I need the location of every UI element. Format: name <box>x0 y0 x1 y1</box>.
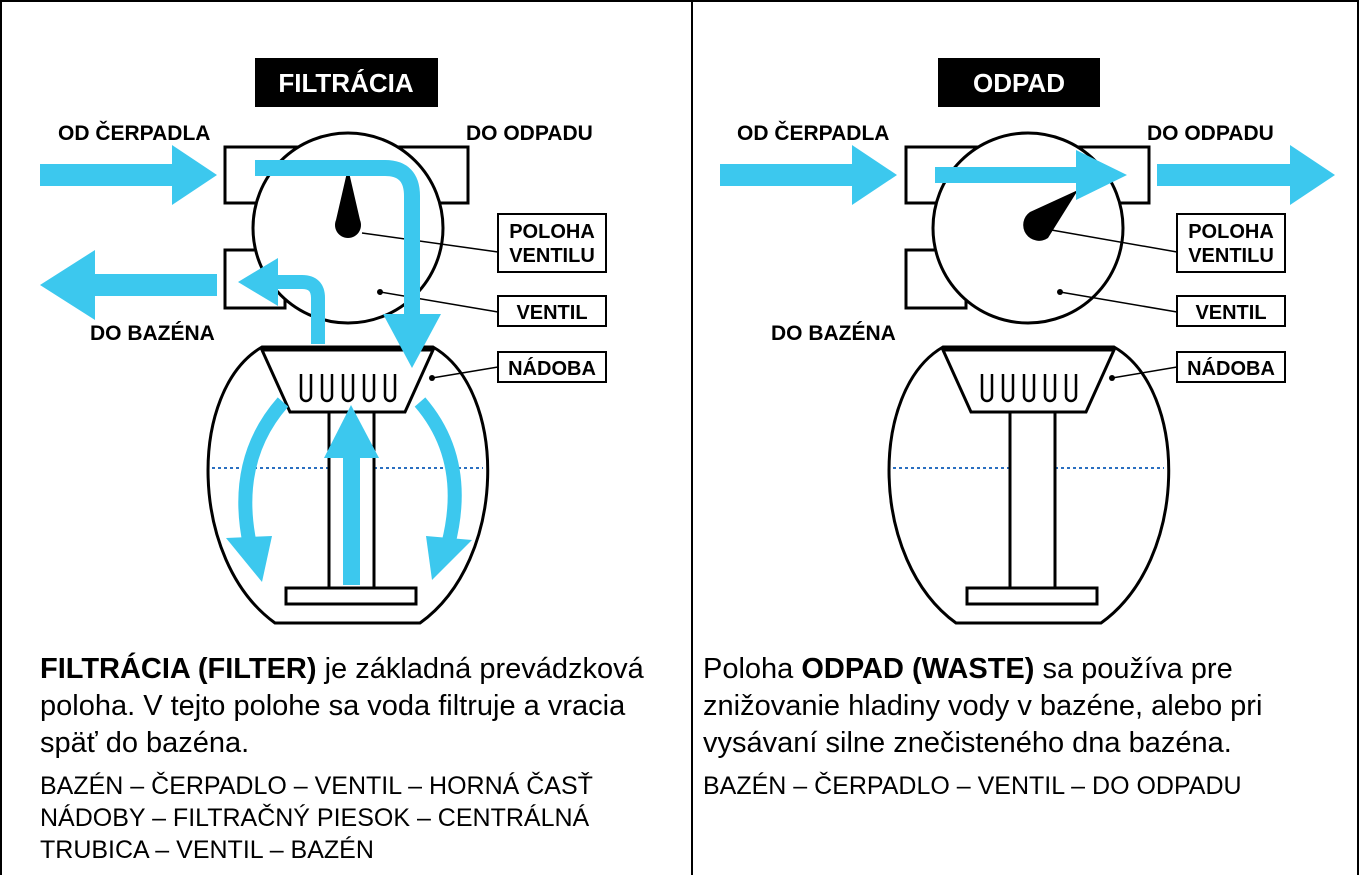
waste-diffuser <box>940 348 1117 414</box>
filter-description-rest: je základná prevádzková poloha. V tejto … <box>40 653 644 759</box>
filter-description-bold: FILTRÁCIA (FILTER) <box>40 653 317 685</box>
waste-diagram: ODPAD OD ČERPADLA DO ODPADU DO BAZÉNA PO… <box>720 58 1335 625</box>
waste-description-text: Poloha ODPAD (WASTE) sa používa pre zniž… <box>703 651 1343 762</box>
filter-title: FILTRÁCIA <box>278 68 413 98</box>
waste-outflow-arrow <box>1157 145 1335 205</box>
waste-vessel-box <box>1176 351 1286 383</box>
diagram-canvas: FILTRÁCIA OD ČERPADLA DO ODPADU DO BAZÉN… <box>40 58 1335 625</box>
filter-description-text: FILTRÁCIA (FILTER) je základná prevádzko… <box>40 651 680 762</box>
waste-base-plate <box>965 586 1099 606</box>
filter-inflow-arrow <box>40 145 217 205</box>
filter-base-plate <box>284 586 418 606</box>
waste-diffuser-slots <box>980 374 1078 403</box>
filter-title-box <box>255 58 438 107</box>
filter-description: FILTRÁCIA (FILTER) je základná prevádzko… <box>40 651 680 866</box>
waste-label-from-pump: OD ČERPADLA <box>737 121 889 145</box>
filter-valve-position-box <box>497 213 607 273</box>
filter-flow-arrows <box>40 145 472 585</box>
waste-label-to-pool: DO BAZÉNA <box>771 322 896 345</box>
filter-vessel-box <box>497 351 607 383</box>
waste-valve-position-line1: POLOHA <box>1188 221 1274 243</box>
frame-left-border <box>0 0 2 875</box>
waste-label-to-waste: DO ODPADU <box>1147 122 1274 145</box>
waste-inflow-arrow <box>720 145 897 205</box>
filter-vessel-label: NÁDOBA <box>508 357 596 380</box>
waste-description: Poloha ODPAD (WASTE) sa používa pre zniž… <box>703 651 1343 802</box>
filter-diagram: FILTRÁCIA OD ČERPADLA DO ODPADU DO BAZÉN… <box>40 58 607 625</box>
filter-diffuser-slots <box>299 374 397 403</box>
filter-outflow-arrow <box>40 250 217 320</box>
waste-center-tube <box>1008 410 1057 592</box>
filter-up-arrow <box>324 405 379 458</box>
filter-label-to-pool: DO BAZÉNA <box>90 322 215 345</box>
filter-valve-box <box>497 295 607 327</box>
waste-valve-box <box>1176 295 1286 327</box>
filter-valve-pointer <box>335 168 361 239</box>
filter-label-from-pump: OD ČERPADLA <box>58 121 210 145</box>
waste-title-box <box>938 58 1100 107</box>
filter-valve-position-line1: POLOHA <box>509 221 595 243</box>
waste-valve-position-line2: VENTILU <box>1188 245 1274 267</box>
frame-top-border <box>0 0 1359 2</box>
filter-valve-position-line2: VENTILU <box>509 245 595 267</box>
waste-flow-arrows <box>720 145 1335 205</box>
waste-valve-position-box <box>1176 213 1286 273</box>
frame-center-divider <box>691 0 693 875</box>
waste-description-pre: Poloha <box>703 653 802 685</box>
filter-valve-label: VENTIL <box>516 302 587 324</box>
waste-sequence: BAZÉN – ČERPADLO – VENTIL – DO ODPADU <box>703 772 1242 800</box>
waste-description-bold: ODPAD (WASTE) <box>801 653 1035 685</box>
waste-title: ODPAD <box>973 68 1065 98</box>
waste-vessel-label: NÁDOBA <box>1187 357 1275 380</box>
filter-diffuser <box>259 348 436 414</box>
filter-label-to-waste: DO ODPADU <box>466 122 593 145</box>
waste-description-rest: sa používa pre znižovanie hladiny vody v… <box>703 653 1263 759</box>
frame-right-border <box>1357 0 1359 875</box>
filter-sequence: BAZÉN – ČERPADLO – VENTIL – HORNÁ ČASŤ N… <box>40 772 593 864</box>
waste-valve-pointer <box>1023 190 1078 241</box>
waste-valve-label: VENTIL <box>1195 302 1266 324</box>
waste-through-arrow <box>1076 150 1127 200</box>
